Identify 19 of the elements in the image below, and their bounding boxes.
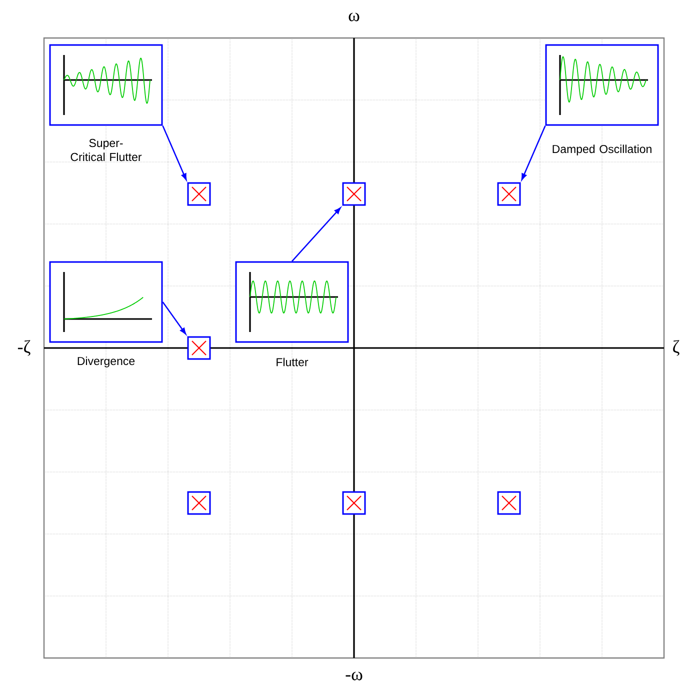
pole-marker	[497, 182, 521, 206]
node-label: Super-Critical Flutter	[70, 138, 142, 162]
pole-marker	[342, 491, 366, 515]
axis-label: ω	[348, 12, 360, 22]
pole-marker	[187, 182, 211, 206]
pole-marker	[497, 491, 521, 515]
axis-label: -ζ	[18, 340, 30, 356]
pole-marker	[342, 182, 366, 206]
arrow	[521, 126, 546, 180]
arrow	[292, 207, 341, 262]
node-label: Divergence	[78, 356, 135, 368]
arrow	[162, 126, 187, 180]
pole-marker	[187, 336, 211, 360]
node-label: Damped Oscillation	[552, 144, 652, 156]
node-label: Flutter	[276, 358, 308, 366]
pole-marker	[187, 491, 211, 515]
axis-label: -ω	[346, 672, 362, 680]
axis-label: ζ	[673, 340, 680, 356]
arrow	[162, 302, 186, 334]
